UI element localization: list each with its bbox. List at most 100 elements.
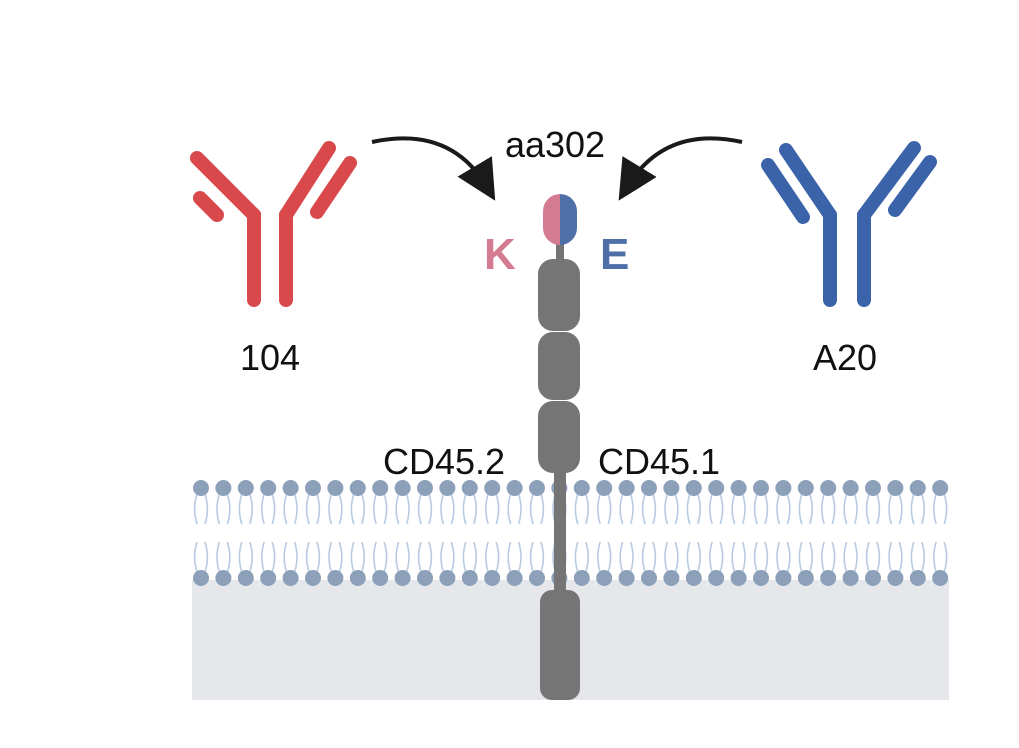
- lipid-tail: [753, 493, 758, 525]
- lipid-tail: [383, 541, 388, 573]
- lipid-head: [663, 570, 680, 586]
- lipid-tail: [719, 493, 724, 525]
- lipid-head: [932, 570, 949, 586]
- lipid-tail: [865, 541, 870, 573]
- lipid-tail: [517, 541, 522, 573]
- lipid-tail: [764, 541, 769, 573]
- lipid-head: [305, 480, 321, 496]
- lipid-tail: [271, 541, 276, 573]
- lipid-tail: [529, 541, 534, 573]
- lipid-head: [439, 570, 456, 586]
- lipid-tail: [574, 541, 579, 573]
- residue-label: aa302: [505, 124, 605, 165]
- lipid-tail: [473, 541, 477, 573]
- lipid-tail: [540, 541, 545, 573]
- lipid-tail: [709, 493, 713, 525]
- lipid-tail: [450, 541, 455, 573]
- lipid-tail: [888, 493, 893, 525]
- lipid-tail: [238, 493, 243, 525]
- lipid-head: [865, 570, 881, 586]
- lipid-tail: [821, 541, 825, 573]
- lipid-head: [887, 480, 904, 496]
- lipid-tail: [428, 541, 433, 573]
- lipid-head: [305, 570, 321, 586]
- lipid-tail: [283, 541, 288, 573]
- lipid-head: [372, 480, 389, 496]
- lipid-tail: [485, 493, 489, 525]
- residue-cap-left: [543, 194, 560, 245]
- lipid-tail: [361, 493, 365, 525]
- lipid-tail: [731, 541, 736, 573]
- lipid-tail: [786, 541, 791, 573]
- lipid-tail: [652, 493, 657, 525]
- lipid-head: [461, 480, 478, 496]
- lipid-tail: [865, 493, 870, 525]
- lipid-tail: [597, 541, 601, 573]
- lipid-tail: [619, 541, 624, 573]
- lipid-head: [394, 570, 411, 586]
- lipid-tail: [664, 493, 669, 525]
- lipid-head: [372, 570, 389, 586]
- lipid-tail: [597, 493, 601, 525]
- cd45-1-label: CD45.1: [598, 441, 720, 482]
- lipid-tail: [261, 493, 265, 525]
- lipid-tail: [898, 493, 903, 525]
- lipid-tail: [809, 493, 813, 525]
- lipid-tail: [686, 541, 691, 573]
- lipid-tail: [204, 541, 209, 573]
- lipid-tail: [417, 541, 422, 573]
- lipid-head: [282, 480, 299, 496]
- lipid-head: [685, 570, 702, 586]
- lipid-tail: [283, 493, 288, 525]
- lipid-head: [417, 570, 433, 586]
- lipid-head: [215, 570, 232, 586]
- lipid-tail: [507, 493, 512, 525]
- lipid-tail: [462, 541, 467, 573]
- extracellular-domain-3: [538, 401, 580, 473]
- lipid-tail: [529, 493, 534, 525]
- lipid-tail: [495, 493, 500, 525]
- lipid-tail: [843, 493, 848, 525]
- lipid-head: [596, 570, 613, 586]
- lipid-tail: [193, 541, 198, 573]
- lipid-tail: [898, 541, 903, 573]
- lipid-head: [775, 570, 792, 586]
- lipid-tail: [876, 541, 881, 573]
- lipid-tail: [585, 541, 589, 573]
- residue-k-label: K: [484, 230, 516, 279]
- lipid-tail: [607, 493, 612, 525]
- lipid-tail: [843, 541, 848, 573]
- lipid-head: [484, 480, 501, 496]
- lipid-head: [820, 480, 837, 496]
- lipid-head: [820, 570, 837, 586]
- lipid-tail: [450, 493, 455, 525]
- lipid-head: [797, 570, 814, 586]
- antibody-a20-label: A20: [813, 337, 877, 378]
- lipid-tail: [261, 541, 265, 573]
- lipid-tail: [641, 493, 646, 525]
- lipid-tail: [709, 541, 713, 573]
- lipid-tail: [405, 541, 410, 573]
- lipid-tail: [943, 493, 948, 525]
- lipid-tail: [316, 493, 321, 525]
- lipid-tail: [395, 541, 400, 573]
- lipid-tail: [731, 493, 736, 525]
- lipid-tail: [933, 541, 937, 573]
- lipid-tail: [395, 493, 400, 525]
- lipid-tail: [607, 541, 612, 573]
- lipid-tail: [338, 493, 343, 525]
- lipid-head: [349, 480, 366, 496]
- lipid-head: [596, 480, 613, 496]
- lipid-tail: [697, 493, 701, 525]
- lipid-head: [641, 570, 657, 586]
- lipid-tail: [485, 541, 489, 573]
- lipid-tail: [921, 493, 925, 525]
- lipid-head: [327, 480, 344, 496]
- lipid-head: [865, 480, 881, 496]
- lipid-head: [260, 570, 277, 586]
- lipid-tail: [798, 541, 803, 573]
- lipid-tail: [216, 493, 221, 525]
- lipid-tail: [664, 541, 669, 573]
- lipid-tail: [350, 493, 355, 525]
- lipid-tail: [831, 493, 836, 525]
